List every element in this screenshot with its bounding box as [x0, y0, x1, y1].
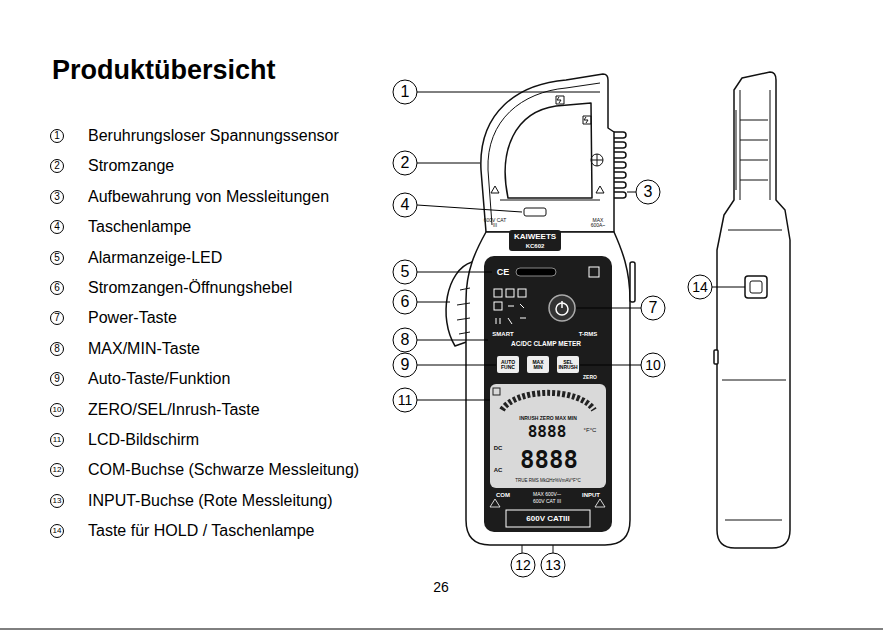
list-item: Power-Taste	[88, 310, 177, 326]
list-number: 2	[50, 159, 64, 173]
callout-number: 1	[401, 84, 410, 100]
device-marking: MAX 600A~	[585, 218, 611, 228]
device-marking: °F°C	[584, 427, 597, 433]
device-marking: KC602	[526, 243, 545, 249]
callout-number: 9	[401, 357, 410, 373]
page-title: Produktübersicht	[52, 57, 276, 84]
device-marking: DC	[494, 445, 503, 451]
device-marking: 8888	[528, 424, 567, 440]
device-marking: INPUT	[582, 492, 600, 498]
list-number: 12	[50, 463, 64, 477]
device-marking: TRUE RMS MkΩHz%VmAV°F°C	[515, 479, 581, 484]
device-marking: AC	[494, 467, 503, 473]
list-number: 5	[50, 251, 64, 265]
list-number: 3	[50, 190, 64, 204]
list-number: 7	[50, 311, 64, 325]
list-number: 9	[50, 372, 64, 386]
list-item: Taschenlampe	[88, 219, 191, 235]
list-number: 4	[50, 220, 64, 234]
device-marking: AC/DC CLAMP METER	[511, 341, 581, 348]
list-number: 11	[50, 433, 64, 447]
device-marking: 8888	[520, 448, 578, 472]
list-number: 1	[50, 129, 64, 143]
list-number: 6	[50, 281, 64, 295]
device-marking: INRUSH ZERO MAX MIN	[519, 416, 577, 421]
device-marking: KAIWEETS	[514, 233, 556, 241]
device-marking: MAX MIN	[528, 360, 548, 370]
device-marking: AUTO FUNC	[498, 360, 518, 370]
callout-number: 2	[401, 155, 410, 171]
list-number: 13	[50, 494, 64, 508]
callout-number: 12	[515, 558, 531, 572]
list-item: MAX/MIN-Taste	[88, 341, 200, 357]
page-number: 26	[433, 580, 449, 594]
list-number: 8	[50, 342, 64, 356]
callout-number: 6	[401, 294, 410, 310]
device-marking: MAX 600V⎓	[533, 492, 561, 497]
device-marking: SEL INRUSH	[558, 360, 578, 370]
list-item: Stromzangen-Öffnungshebel	[88, 280, 292, 296]
callout-number: 5	[401, 264, 410, 280]
callout-number: 4	[401, 197, 410, 213]
device-marking: T-RMS	[579, 331, 598, 337]
callout-number: 8	[401, 332, 410, 348]
list-item: INPUT-Buchse (Rote Messleitung)	[88, 493, 333, 509]
list-item: Stromzange	[88, 158, 174, 174]
list-number: 10	[50, 403, 64, 417]
callout-number: 10	[645, 358, 661, 372]
list-number: 14	[50, 524, 64, 538]
list-item: Auto-Taste/Funktion	[88, 371, 230, 387]
callout-number: 3	[644, 184, 653, 200]
callout-number: 14	[692, 280, 708, 294]
list-item: LCD-Bildschirm	[88, 432, 199, 448]
list-item: COM-Buchse (Schwarze Messleitung)	[88, 462, 359, 478]
device-marking: SMART	[492, 331, 513, 337]
device-marking: COM	[496, 492, 510, 498]
callout-number: 11	[398, 393, 413, 407]
device-marking: CE	[497, 268, 510, 277]
device-marking: 600V CATIII	[526, 515, 569, 523]
list-item: Aufbewahrung von Messleitungen	[88, 189, 329, 205]
list-item: Taste für HOLD / Taschenlampe	[88, 523, 314, 539]
device-marking: 600V CAT III	[482, 218, 508, 228]
device-marking: 600V CAT III	[533, 499, 561, 504]
callout-number: 13	[545, 558, 561, 572]
callout-number: 7	[649, 300, 658, 316]
list-item: ZERO/SEL/Inrush-Taste	[88, 402, 260, 418]
list-item: Beruhrungsloser Spannungssensor	[88, 128, 339, 144]
list-item: Alarmanzeige-LED	[88, 250, 222, 266]
device-marking: ZERO	[583, 375, 597, 380]
